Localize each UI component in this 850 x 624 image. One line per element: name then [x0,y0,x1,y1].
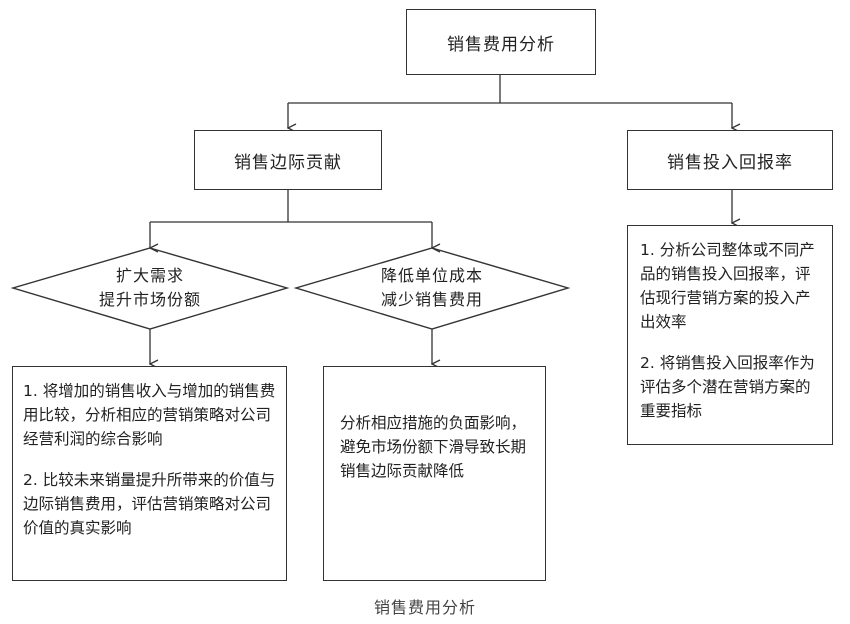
root-label: 销售费用分析 [447,34,555,55]
left-branch-label: 销售边际贡献 [234,152,342,173]
reduce-decision-line2: 减少销售费用 [380,290,483,309]
expand-detail-item2: 2. 比较未来销量提升所带来的价值与边际销售费用，评估营销策略对公司价值的真实影… [23,471,276,537]
expand-detail-box: 1. 将增加的销售收入与增加的销售费用比较，分析相应的营销策略对公司经营利润的综… [12,366,287,581]
expand-decision-line2: 提升市场份额 [98,290,201,309]
roi-detail-item1: 1. 分析公司整体或不同产品的销售投入回报率，评估现行营销方案的投入产出效率 [640,241,815,331]
figure-caption: 销售费用分析 [373,598,476,617]
right-branch-node: 销售投入回报率 [627,130,833,190]
reduce-decision-label: 降低单位成本 减少销售费用 [342,264,522,312]
expand-decision-label: 扩大需求 提升市场份额 [60,264,240,312]
roi-detail-box: 1. 分析公司整体或不同产品的销售投入回报率，评估现行营销方案的投入产出效率 2… [627,225,833,445]
roi-detail-item2: 2. 将销售投入回报率作为评估多个潜在营销方案的重要指标 [640,354,815,420]
reduce-decision-line1: 降低单位成本 [380,266,483,285]
right-branch-label: 销售投入回报率 [667,152,793,173]
root-node: 销售费用分析 [406,9,596,75]
reduce-detail-box: 分析相应措施的负面影响，避免市场份额下滑导致长期销售边际贡献降低 [323,366,546,581]
left-branch-node: 销售边际贡献 [194,130,382,190]
expand-decision-line1: 扩大需求 [115,266,184,285]
expand-detail-item1: 1. 将增加的销售收入与增加的销售费用比较，分析相应的营销策略对公司经营利润的综… [23,382,276,448]
reduce-detail-text: 分析相应措施的负面影响，避免市场份额下滑导致长期销售边际贡献降低 [340,414,527,480]
